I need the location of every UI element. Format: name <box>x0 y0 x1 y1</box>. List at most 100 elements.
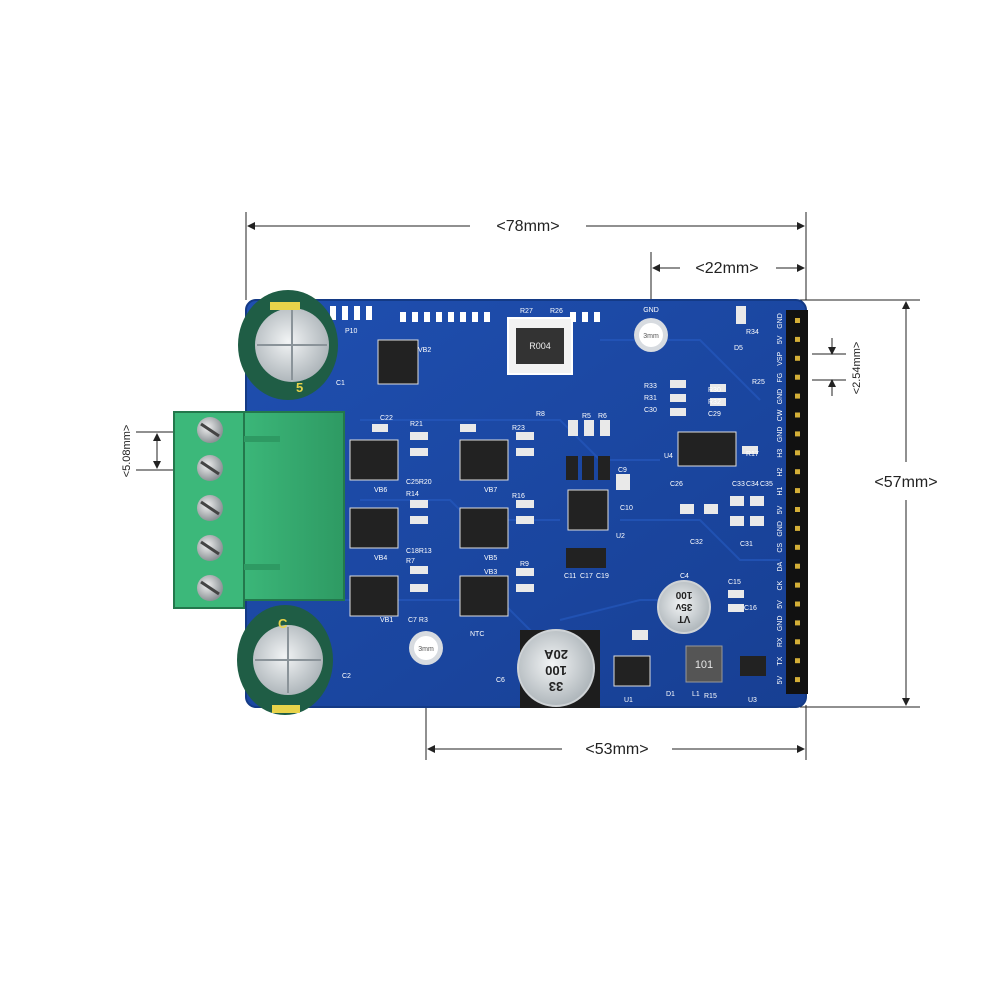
header-pin <box>795 620 800 626</box>
pin-label: H3 <box>777 449 784 458</box>
svg-text:VB5: VB5 <box>484 555 497 562</box>
svg-text:C4: C4 <box>680 573 689 580</box>
header-pin <box>795 677 800 683</box>
chip-u4: U4 <box>664 431 737 467</box>
svg-text:R15: R15 <box>704 693 717 700</box>
svg-text:C19: C19 <box>596 573 609 580</box>
svg-text:C6: C6 <box>496 677 505 684</box>
header-pin <box>795 318 800 323</box>
svg-text:R8: R8 <box>536 411 545 418</box>
svg-text:R23: R23 <box>512 425 525 432</box>
svg-text:C31: C31 <box>740 541 753 548</box>
svg-text:U4: U4 <box>664 453 673 460</box>
svg-text:C1: C1 <box>336 380 345 387</box>
cap-top-marking: 5 <box>296 380 303 395</box>
svg-text:C22: C22 <box>380 415 393 422</box>
pin-label: TX <box>777 656 784 665</box>
pin-label: RX <box>777 637 784 647</box>
svg-text:VB4: VB4 <box>374 555 387 562</box>
header-pin <box>795 658 800 664</box>
svg-text:R17: R17 <box>746 451 759 458</box>
svg-text:C34: C34 <box>746 481 759 488</box>
svg-text:U2: U2 <box>616 533 625 540</box>
mounting-hole-top: GND 3mm <box>634 307 668 352</box>
pin-label: FG <box>777 373 784 383</box>
pin-label: H1 <box>777 487 784 496</box>
pin-label: CW <box>777 409 784 421</box>
svg-text:VB6: VB6 <box>374 487 387 494</box>
silkscreen-labels: R33 R31 C30 R30 R32 C29 R25 R34 D5 R8 R5… <box>380 329 773 624</box>
header-pin <box>795 639 800 645</box>
svg-text:R27: R27 <box>520 308 533 315</box>
hole-offset-bottom-label: <53mm> <box>585 741 648 758</box>
svg-text:C11: C11 <box>564 573 576 580</box>
svg-text:R25: R25 <box>752 379 765 386</box>
pin-label: VSP <box>777 351 784 365</box>
svg-text:U1: U1 <box>624 697 633 704</box>
svg-text:C15: C15 <box>728 579 741 586</box>
svg-text:D5: D5 <box>734 345 743 352</box>
svg-text:C35: C35 <box>760 481 773 488</box>
header-pin <box>795 507 800 512</box>
svg-text:R32: R32 <box>708 399 721 406</box>
pin-label: 5V <box>777 505 784 514</box>
hole-bottom-size: 3mm <box>418 646 434 653</box>
header-pin <box>795 374 800 380</box>
svg-text:R16: R16 <box>512 493 525 500</box>
cap-large-line1: 33 <box>549 679 563 694</box>
passive-components <box>372 306 764 640</box>
svg-text:C17: C17 <box>580 573 593 580</box>
svg-text:C16: C16 <box>744 605 757 612</box>
width-label: <78mm> <box>496 218 559 235</box>
small-ics: U2 U1 NTC <box>470 456 651 704</box>
header-pin <box>795 582 800 588</box>
hole-top-size: 3mm <box>643 333 659 340</box>
svg-text:P10: P10 <box>345 328 358 335</box>
height-label: <57mm> <box>874 474 937 491</box>
svg-text:C18R13: C18R13 <box>406 548 432 555</box>
svg-text:VB2: VB2 <box>418 347 431 354</box>
pin-label: DA <box>777 562 784 572</box>
header-pin <box>795 412 800 418</box>
cap-small-line2: 35v <box>675 601 692 612</box>
svg-text:C30: C30 <box>644 407 657 414</box>
pin-label: CK <box>777 580 784 590</box>
svg-text:NTC: NTC <box>470 631 484 638</box>
cap-large-line2: 100 <box>545 663 567 678</box>
pin-label: CS <box>777 543 784 553</box>
capacitor-large-silver: 33 100 20A C6 <box>496 629 600 708</box>
terminal-block <box>173 411 345 609</box>
pin-label: GND <box>777 427 784 443</box>
header-pin <box>795 525 800 531</box>
header-pin <box>795 336 800 342</box>
dimension-height: <57mm> <box>800 299 938 708</box>
pin-label: 5V <box>777 335 784 344</box>
pin-labels: GND5VVSPFGGNDCWGNDH3H2H15VGNDCSDACK5VGND… <box>777 313 784 684</box>
svg-text:R33: R33 <box>644 383 657 390</box>
header-pin <box>795 469 800 475</box>
svg-text:R26: R26 <box>550 308 563 315</box>
header-pin <box>795 393 800 399</box>
svg-text:R30: R30 <box>708 387 721 394</box>
pin-label: GND <box>777 313 784 329</box>
terminal-pitch-label: <5.08mm> <box>121 425 133 478</box>
inductor-marking: 101 <box>695 659 713 671</box>
shunt-resistor: R004 R27 R26 <box>507 308 573 375</box>
gnd-hole-label: GND <box>643 307 659 314</box>
header-pin <box>795 355 800 361</box>
dimension-pin-pitch: <2.54mm> <box>812 338 863 396</box>
svg-text:C29: C29 <box>708 411 721 418</box>
capacitor-top-left: 5 C1 <box>238 290 345 400</box>
pin-pitch-label: <2.54mm> <box>851 342 863 395</box>
header-pin <box>795 431 800 437</box>
capacitor-bottom-left: C C2 <box>237 605 351 715</box>
header-pin <box>795 601 800 607</box>
svg-text:R31: R31 <box>644 395 657 402</box>
inductor: 101 L1 D1 U3 R15 <box>666 645 766 704</box>
svg-text:R9: R9 <box>520 561 529 568</box>
svg-text:C26: C26 <box>670 481 683 488</box>
svg-text:C9: C9 <box>618 467 627 474</box>
header-pin <box>795 544 800 550</box>
header-pin <box>795 563 800 569</box>
